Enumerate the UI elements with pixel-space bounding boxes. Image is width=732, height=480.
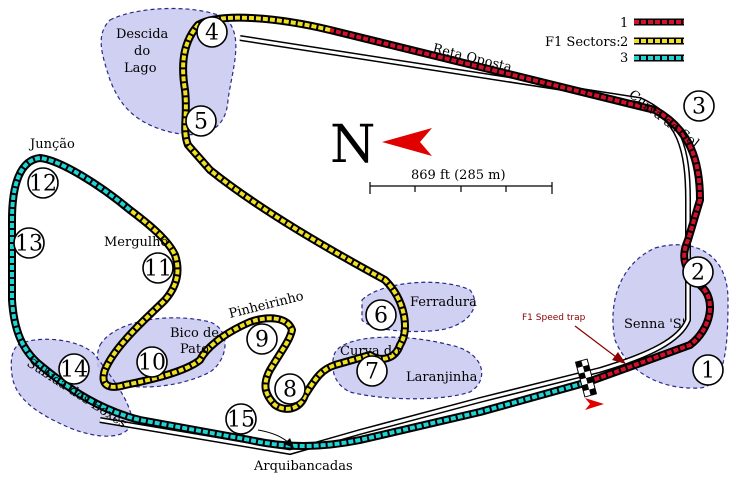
label-descida-line1: Descida — [116, 27, 169, 42]
turn-marker-7: 7 — [356, 355, 388, 387]
svg-text:13: 13 — [15, 232, 43, 257]
svg-text:5: 5 — [194, 110, 208, 135]
label-juncao: Junção — [28, 137, 75, 152]
svg-text:6: 6 — [374, 304, 388, 329]
label-descida-line2: do — [134, 44, 150, 59]
track-sector-2 — [100, 14, 409, 413]
svg-text:8: 8 — [283, 378, 297, 403]
north-arrow-icon — [382, 128, 432, 156]
speed-trap-label: F1 Speed trap — [522, 313, 586, 323]
turn-marker-15: 15 — [225, 403, 257, 435]
svg-text:2: 2 — [691, 261, 705, 286]
label-descida-line3: Lago — [124, 61, 157, 76]
label-bico-line1: Bico de — [170, 326, 219, 341]
turn-marker-4: 4 — [196, 16, 228, 48]
turn-marker-10: 10 — [136, 346, 168, 378]
direction-arrow — [585, 398, 604, 410]
svg-text:1: 1 — [701, 359, 715, 384]
label-senna-s: Senna 'S' — [624, 317, 685, 332]
legend-entry-2-label: 2 — [620, 35, 628, 50]
turn-marker-5: 5 — [185, 105, 217, 137]
legend-title: F1 Sectors: — [545, 35, 621, 50]
label-mergulho: Mergulho — [104, 235, 168, 250]
scale-label: 869 ft (285 m) — [411, 168, 506, 183]
turn-marker-13: 13 — [13, 227, 45, 259]
turn-marker-9: 9 — [246, 323, 278, 355]
label-ferradura: Ferradura — [410, 295, 477, 310]
turn-marker-2: 2 — [682, 256, 714, 288]
legend-entry-3-label: 3 — [620, 51, 628, 66]
svg-text:14: 14 — [60, 358, 88, 383]
turn-marker-3: 3 — [683, 90, 715, 122]
svg-text:12: 12 — [29, 172, 57, 197]
turn-marker-1: 1 — [692, 354, 724, 386]
turn-15-pointer-head — [284, 438, 294, 448]
svg-text:4: 4 — [205, 21, 219, 46]
label-arquibancadas: Arquibancadas — [253, 459, 353, 474]
speed-trap-arrowhead — [612, 352, 626, 364]
turn-marker-11: 11 — [142, 252, 174, 284]
svg-text:11: 11 — [144, 257, 172, 282]
label-laranjinha: Laranjinha — [406, 370, 478, 385]
north-letter: N — [330, 115, 376, 175]
label-curva-do: Curva do — [340, 344, 400, 359]
svg-text:10: 10 — [138, 351, 166, 376]
svg-text:7: 7 — [365, 360, 379, 385]
label-bico-line2: Pato — [180, 342, 209, 357]
svg-text:3: 3 — [692, 95, 706, 120]
track-sector-3 — [8, 154, 589, 450]
track-sector-1 — [329, 26, 714, 386]
start-finish-line — [574, 358, 598, 398]
svg-text:9: 9 — [255, 328, 269, 353]
turn-marker-14: 14 — [58, 353, 90, 385]
scale-bar — [369, 182, 553, 194]
legend-entry-1-label: 1 — [620, 16, 628, 31]
turn-marker-12: 12 — [27, 167, 59, 199]
turn-marker-8: 8 — [274, 373, 306, 405]
speed-trap-pointer — [574, 325, 621, 361]
sector-legend: 1 F1 Sectors: 2 3 — [545, 16, 684, 66]
svg-text:15: 15 — [227, 408, 255, 433]
turn-marker-6: 6 — [365, 299, 397, 331]
